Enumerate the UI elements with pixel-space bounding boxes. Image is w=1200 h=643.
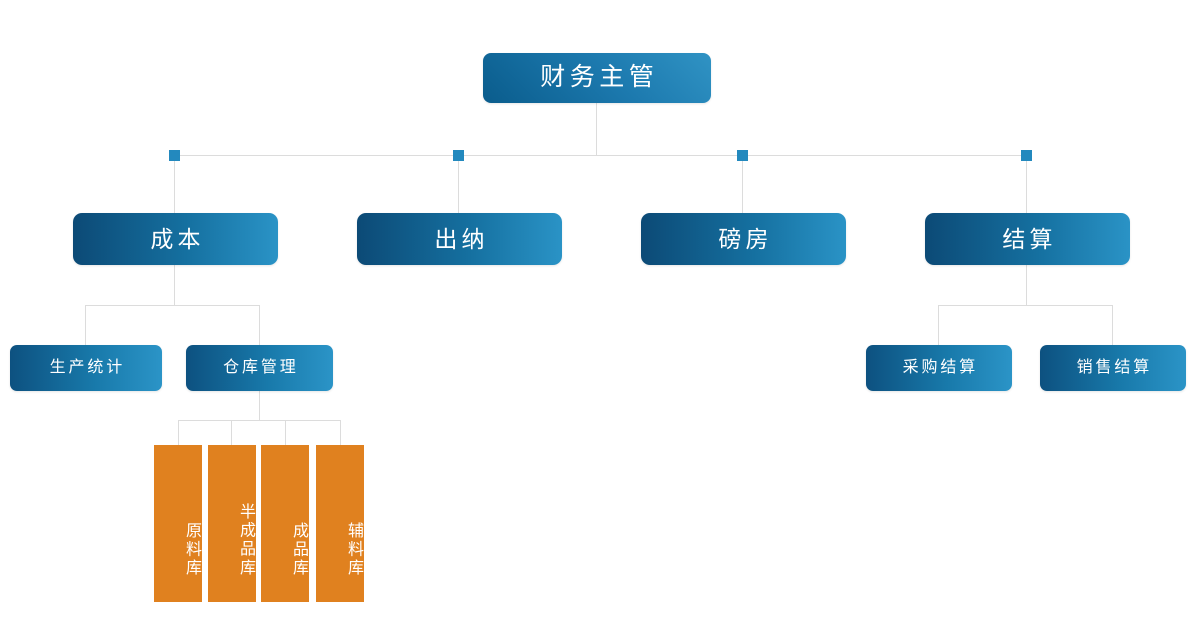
node-settlement[interactable]: 结算 xyxy=(925,213,1130,265)
node-auxiliary-material-warehouse[interactable]: 辅料库 xyxy=(316,445,364,602)
connector-settlement-to-purchase xyxy=(938,305,939,345)
junction-marker-weighroom xyxy=(737,150,748,161)
connector-warehouse-to-raw xyxy=(178,420,179,445)
connector-cost-to-production xyxy=(85,305,86,345)
node-production-statistics[interactable]: 生产统计 xyxy=(10,345,162,391)
node-warehouse-management[interactable]: 仓库管理 xyxy=(186,345,333,391)
node-cashier[interactable]: 出纳 xyxy=(357,213,562,265)
connector-cost-to-warehouse xyxy=(259,305,260,345)
node-semi-finished-warehouse[interactable]: 半成品库 xyxy=(208,445,256,602)
node-purchase-settlement[interactable]: 采购结算 xyxy=(866,345,1012,391)
node-sales-settlement[interactable]: 销售结算 xyxy=(1040,345,1186,391)
connector-settlement-stem xyxy=(1026,265,1027,305)
junction-marker-cost xyxy=(169,150,180,161)
connector-warehouse-to-finished xyxy=(285,420,286,445)
connector-warehouse-to-semi xyxy=(231,420,232,445)
connector-drop-cashier xyxy=(458,155,459,213)
connector-cost-stem xyxy=(174,265,175,305)
connector-settlement-to-sales xyxy=(1112,305,1113,345)
connector-drop-weighroom xyxy=(742,155,743,213)
connector-level2-bus xyxy=(170,155,1028,156)
node-cost[interactable]: 成本 xyxy=(73,213,278,265)
junction-marker-cashier xyxy=(453,150,464,161)
junction-marker-settlement xyxy=(1021,150,1032,161)
connector-settlement-bus xyxy=(938,305,1113,306)
connector-cost-bus xyxy=(85,305,260,306)
connector-warehouse-to-aux xyxy=(340,420,341,445)
connector-root-stem xyxy=(596,103,597,155)
connector-drop-cost xyxy=(174,155,175,213)
node-weighing-room[interactable]: 磅房 xyxy=(641,213,846,265)
connector-warehouse-stem xyxy=(259,391,260,420)
connector-warehouse-bus xyxy=(178,420,341,421)
node-raw-material-warehouse[interactable]: 原料库 xyxy=(154,445,202,602)
connector-drop-settlement xyxy=(1026,155,1027,213)
node-finance-director[interactable]: 财务主管 xyxy=(483,53,711,103)
node-finished-goods-warehouse[interactable]: 成品库 xyxy=(261,445,309,602)
